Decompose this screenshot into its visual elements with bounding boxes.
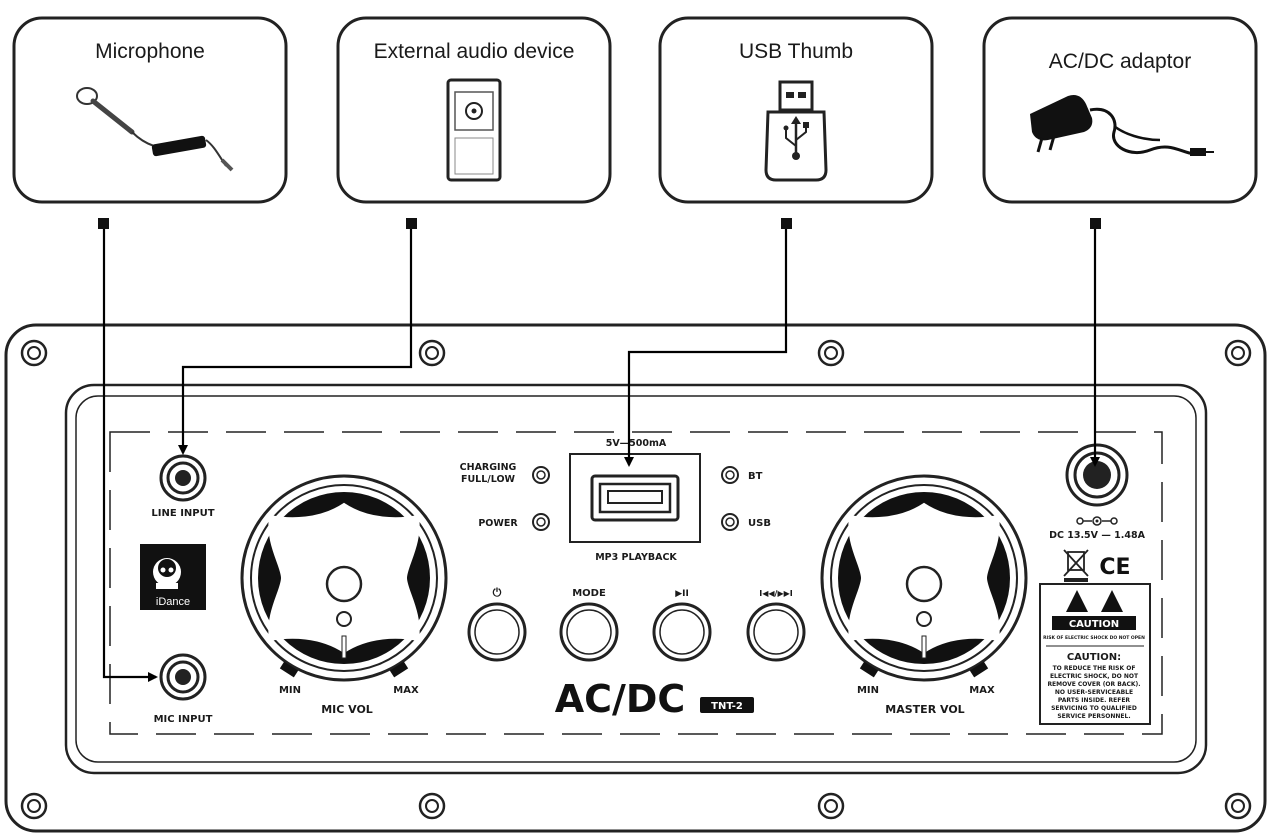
caution-small-text: RISK OF ELECTRIC SHOCK DO NOT OPEN xyxy=(1043,635,1145,641)
idance-logo-text: iDance xyxy=(156,596,190,608)
play-pause-button[interactable] xyxy=(652,602,712,662)
power-led xyxy=(532,513,550,531)
mic-connection-arrow xyxy=(102,229,158,682)
audio-player-icon xyxy=(446,78,502,182)
connector-square-mic xyxy=(98,218,109,229)
mode-label: MODE xyxy=(572,588,606,599)
mic-vol-label: MIC VOL xyxy=(321,703,373,716)
caution-line: TO REDUCE THE RISK OF xyxy=(1053,665,1136,672)
line-input-jack[interactable] xyxy=(159,454,207,502)
mic-input-label: MIC INPUT xyxy=(154,714,213,725)
play-pause-label: ▶II xyxy=(675,589,689,599)
ce-mark: CE xyxy=(1099,555,1130,580)
power-label: POWER xyxy=(478,518,518,529)
usb-connection-arrow xyxy=(624,229,788,467)
usb-label: USB xyxy=(748,518,771,529)
exclamation-warning-icon xyxy=(1101,590,1123,612)
dc-input-jack[interactable] xyxy=(1065,443,1129,507)
caution-title-2: CAUTION: xyxy=(1067,652,1121,663)
screw-icon xyxy=(20,339,1252,820)
adaptor-box: AC/DC adaptor xyxy=(982,16,1258,204)
charging-label: CHARGING xyxy=(460,462,517,473)
usb-thumb-label: USB Thumb xyxy=(739,40,853,63)
power-symbol-label: ⏻ xyxy=(493,586,502,599)
usb-thumb-box: USB Thumb xyxy=(658,16,934,204)
charging-led xyxy=(532,466,550,484)
dc-rating-label: DC 13.5V — 1.48A xyxy=(1049,530,1146,541)
master-min-label: MIN xyxy=(857,685,879,696)
connector-square-line xyxy=(406,218,417,229)
polarity-icon xyxy=(1076,516,1118,526)
bt-led xyxy=(721,466,739,484)
master-vol-label: MASTER VOL xyxy=(885,703,964,716)
external-audio-box: External audio device xyxy=(336,16,612,204)
power-button[interactable] xyxy=(467,602,527,662)
mic-input-jack[interactable] xyxy=(159,653,207,701)
mic-max-label: MAX xyxy=(393,685,419,696)
microphone-label: Microphone xyxy=(95,40,205,63)
back-panel xyxy=(4,323,1267,833)
caution-line: SERVICING TO QUALIFIED xyxy=(1051,705,1137,712)
prev-next-label: I◀◀/▶▶I xyxy=(759,589,793,598)
tnt-badge-text: TNT-2 xyxy=(711,701,743,712)
usb-port[interactable] xyxy=(590,474,680,522)
mode-button[interactable] xyxy=(559,602,619,662)
caution-line: SERVICE PERSONNEL. xyxy=(1057,713,1130,720)
mic-vol-knob[interactable] xyxy=(240,474,448,682)
tnt-badge: TNT-2 xyxy=(700,697,754,713)
acdc-brand-logo: AC/DC xyxy=(555,677,686,721)
connector-square-usb xyxy=(781,218,792,229)
microphone-icon xyxy=(76,87,234,172)
usb-led xyxy=(721,513,739,531)
caution-line: REMOVE COVER (OR BACK). xyxy=(1047,681,1140,688)
connector-square-dc xyxy=(1090,218,1101,229)
external-audio-label: External audio device xyxy=(374,40,575,63)
full-low-label: FULL/LOW xyxy=(461,474,516,485)
mic-min-tick xyxy=(279,661,299,678)
master-vol-knob[interactable] xyxy=(820,474,1028,682)
prev-next-button[interactable] xyxy=(746,602,806,662)
power-adapter-icon xyxy=(1030,95,1214,156)
shock-warning-icon xyxy=(1066,590,1088,612)
line-input-label: LINE INPUT xyxy=(151,508,214,519)
weee-bin-icon xyxy=(1063,549,1089,582)
line-connection-arrow xyxy=(178,229,413,455)
caution-line: NO USER-SERVICEABLE xyxy=(1055,689,1133,696)
mic-min-label: MIN xyxy=(279,685,301,696)
caution-title: CAUTION xyxy=(1069,619,1119,630)
adaptor-label: AC/DC adaptor xyxy=(1049,50,1191,73)
idance-logo: iDance xyxy=(140,544,206,610)
usb-drive-icon xyxy=(764,80,828,182)
mic-max-tick xyxy=(389,661,409,678)
usb-rating-label: 5V—500mA xyxy=(606,438,667,449)
bt-label: BT xyxy=(748,471,763,482)
mp3-playback-label: MP3 PLAYBACK xyxy=(595,552,677,563)
caution-label-box: CAUTION RISK OF ELECTRIC SHOCK DO NOT OP… xyxy=(1039,583,1151,725)
master-min-tick xyxy=(859,661,879,678)
caution-line: PARTS INSIDE. REFER xyxy=(1058,697,1131,704)
microphone-box: Microphone xyxy=(12,16,288,204)
master-max-label: MAX xyxy=(969,685,995,696)
caution-line: ELECTRIC SHOCK, DO NOT xyxy=(1050,673,1139,680)
master-max-tick xyxy=(969,661,989,678)
